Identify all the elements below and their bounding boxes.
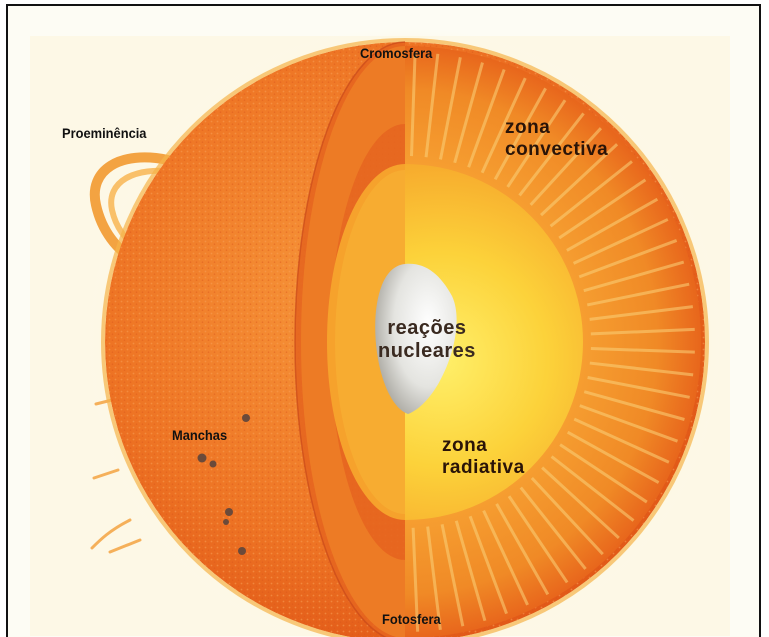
label-convective-zone-line2: convectiva — [505, 140, 608, 159]
label-chromosphere: Cromosfera — [360, 46, 432, 60]
label-core-line1: reações — [378, 318, 476, 338]
label-convective-zone: zona convectiva — [505, 118, 608, 162]
label-radiative-zone-line1: zona — [442, 436, 525, 455]
label-photosphere: Fotosfera — [382, 612, 441, 626]
label-radiative-zone: zona radiativa — [442, 436, 525, 480]
label-core-line2: nucleares — [378, 341, 476, 361]
label-convective-zone-line1: zona — [505, 118, 608, 137]
label-radiative-zone-line2: radiativa — [442, 458, 525, 477]
label-sunspots: Manchas — [172, 428, 227, 442]
label-prominence: Proeminência — [62, 126, 146, 140]
label-core: reações nucleares — [378, 318, 476, 364]
